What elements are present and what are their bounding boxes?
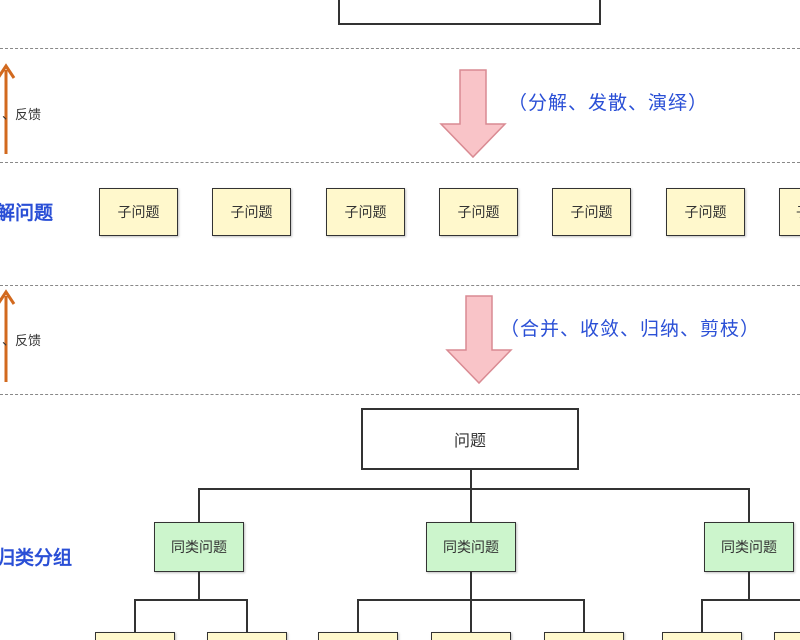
subproblem-box: 子问题 [326,188,405,236]
feedback-arrow-icon [0,63,16,154]
subproblem-box: 子问题 [99,188,178,236]
connector [583,599,585,633]
connector [701,599,800,601]
subproblem-box: 子问题 [439,188,518,236]
process-label-merge: （合并、收敛、归纳、剪枝） [500,318,761,340]
connector [198,488,200,522]
connector [470,488,472,522]
connector [246,599,248,633]
root-problem-box: 问题 [361,408,579,470]
leaf-box [774,632,800,640]
separator-1 [0,48,800,49]
feedback-label-1: 、反馈 [2,108,42,123]
down-arrow-icon [439,69,507,159]
connector [701,599,703,633]
connector [134,599,247,601]
leaf-box [544,632,624,640]
subproblem-box: 子问题 [212,188,291,236]
connector [470,572,472,600]
connector [198,488,749,490]
connector [357,599,359,633]
separator-4 [0,394,800,395]
connector [470,599,472,633]
connector [748,572,750,600]
process-label-decompose: （分解、发散、演绎） [508,92,709,114]
leaf-box [207,632,287,640]
subproblem-box-partial: 子 [779,188,800,236]
group-box: 同类问题 [426,522,516,572]
connector [470,470,472,489]
connector [748,488,750,522]
subproblem-box: 子问题 [666,188,745,236]
top-problem-box [338,0,601,25]
section-label-subproblems: 解问题 [0,202,54,224]
connector [134,599,136,633]
leaf-box [431,632,511,640]
leaf-box [95,632,175,640]
subproblem-box: 子问题 [552,188,631,236]
leaf-box [662,632,742,640]
down-arrow-icon [445,295,513,385]
feedback-label-2: 、反馈 [2,334,42,349]
feedback-arrow-icon [0,289,16,382]
separator-3 [0,285,800,286]
leaf-box [318,632,398,640]
separator-2 [0,162,800,163]
section-label-grouping: 归类分组 [0,547,73,569]
connector [198,572,200,600]
group-box: 同类问题 [704,522,794,572]
group-box: 同类问题 [154,522,244,572]
